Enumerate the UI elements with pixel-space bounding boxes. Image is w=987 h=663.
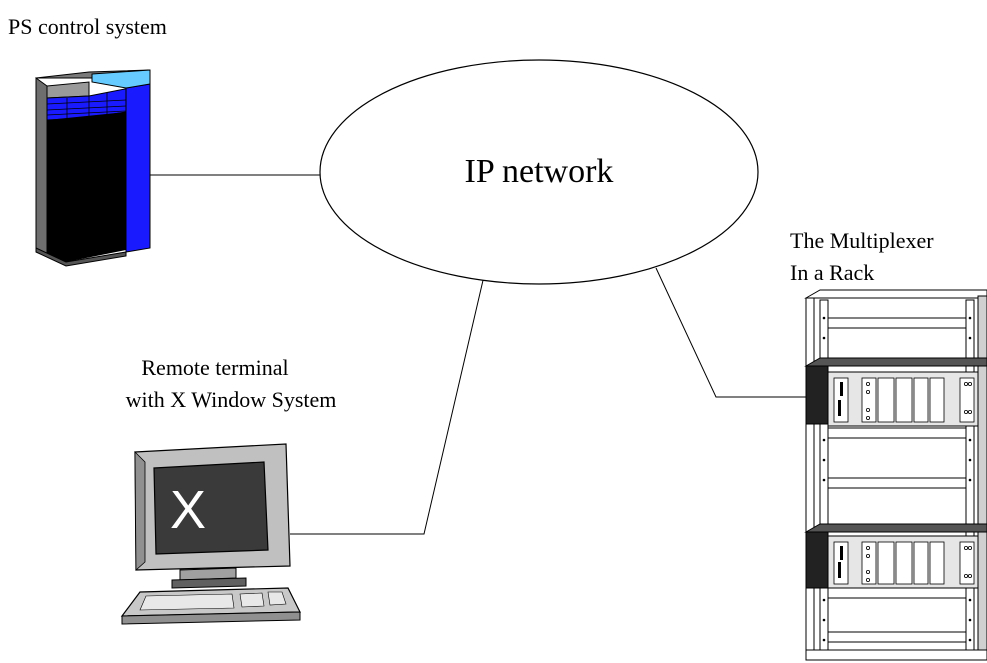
ip-network-label: IP network — [465, 153, 614, 190]
connection-lines — [150, 174, 806, 535]
crate-lower-modules — [833, 541, 975, 585]
terminal-label-line1: Remote terminal — [141, 355, 288, 380]
crate-lower-handles — [838, 546, 843, 578]
link-rack-network — [655, 267, 806, 398]
terminal-label-line2: with X Window System — [126, 387, 337, 412]
multiplexer-crate-lower — [804, 523, 987, 589]
crate-lower-top — [804, 523, 987, 533]
crate-upper-modules — [833, 377, 975, 423]
server-tower-icon — [35, 69, 151, 267]
monitor-bezel-shade — [134, 451, 146, 571]
drive-bay-grid — [46, 93, 127, 119]
crate-lower-knobs — [866, 546, 973, 583]
crate-upper-side — [805, 365, 829, 425]
network-cloud-icon: IP network — [319, 59, 759, 285]
terminal-screen-x: X — [170, 480, 206, 540]
rack-rails — [805, 317, 987, 661]
server-right-side — [125, 83, 151, 253]
mux-label-line1: The Multiplexer — [790, 228, 934, 253]
mux-label-line2: In a Rack — [790, 260, 874, 285]
monitor-foot — [171, 577, 247, 589]
server-left-side — [35, 77, 48, 257]
link-terminal-network — [290, 275, 485, 535]
server-front-body — [47, 112, 126, 262]
server-front-top — [46, 81, 90, 99]
rack-post-holes — [822, 316, 972, 642]
crate-upper-top — [804, 357, 987, 367]
server-base — [35, 247, 127, 267]
crate-upper-knobs — [866, 381, 973, 420]
control-system-label: PS control system — [8, 14, 167, 39]
monitor-screen — [153, 461, 269, 555]
rack-left-post-outer — [805, 297, 815, 655]
server-right-top — [91, 69, 151, 89]
equipment-rack-icon — [804, 289, 987, 661]
keyboard-front — [121, 611, 301, 625]
workstation-icon: X — [120, 443, 301, 625]
multiplexer-crate-upper — [804, 357, 987, 427]
rack-top — [804, 289, 987, 299]
crate-upper-handles — [838, 382, 843, 416]
keyboard-keys — [139, 591, 287, 611]
rack-right-post-back — [977, 295, 987, 655]
ip-network-ellipse — [319, 59, 759, 285]
crate-lower-side — [805, 531, 829, 589]
